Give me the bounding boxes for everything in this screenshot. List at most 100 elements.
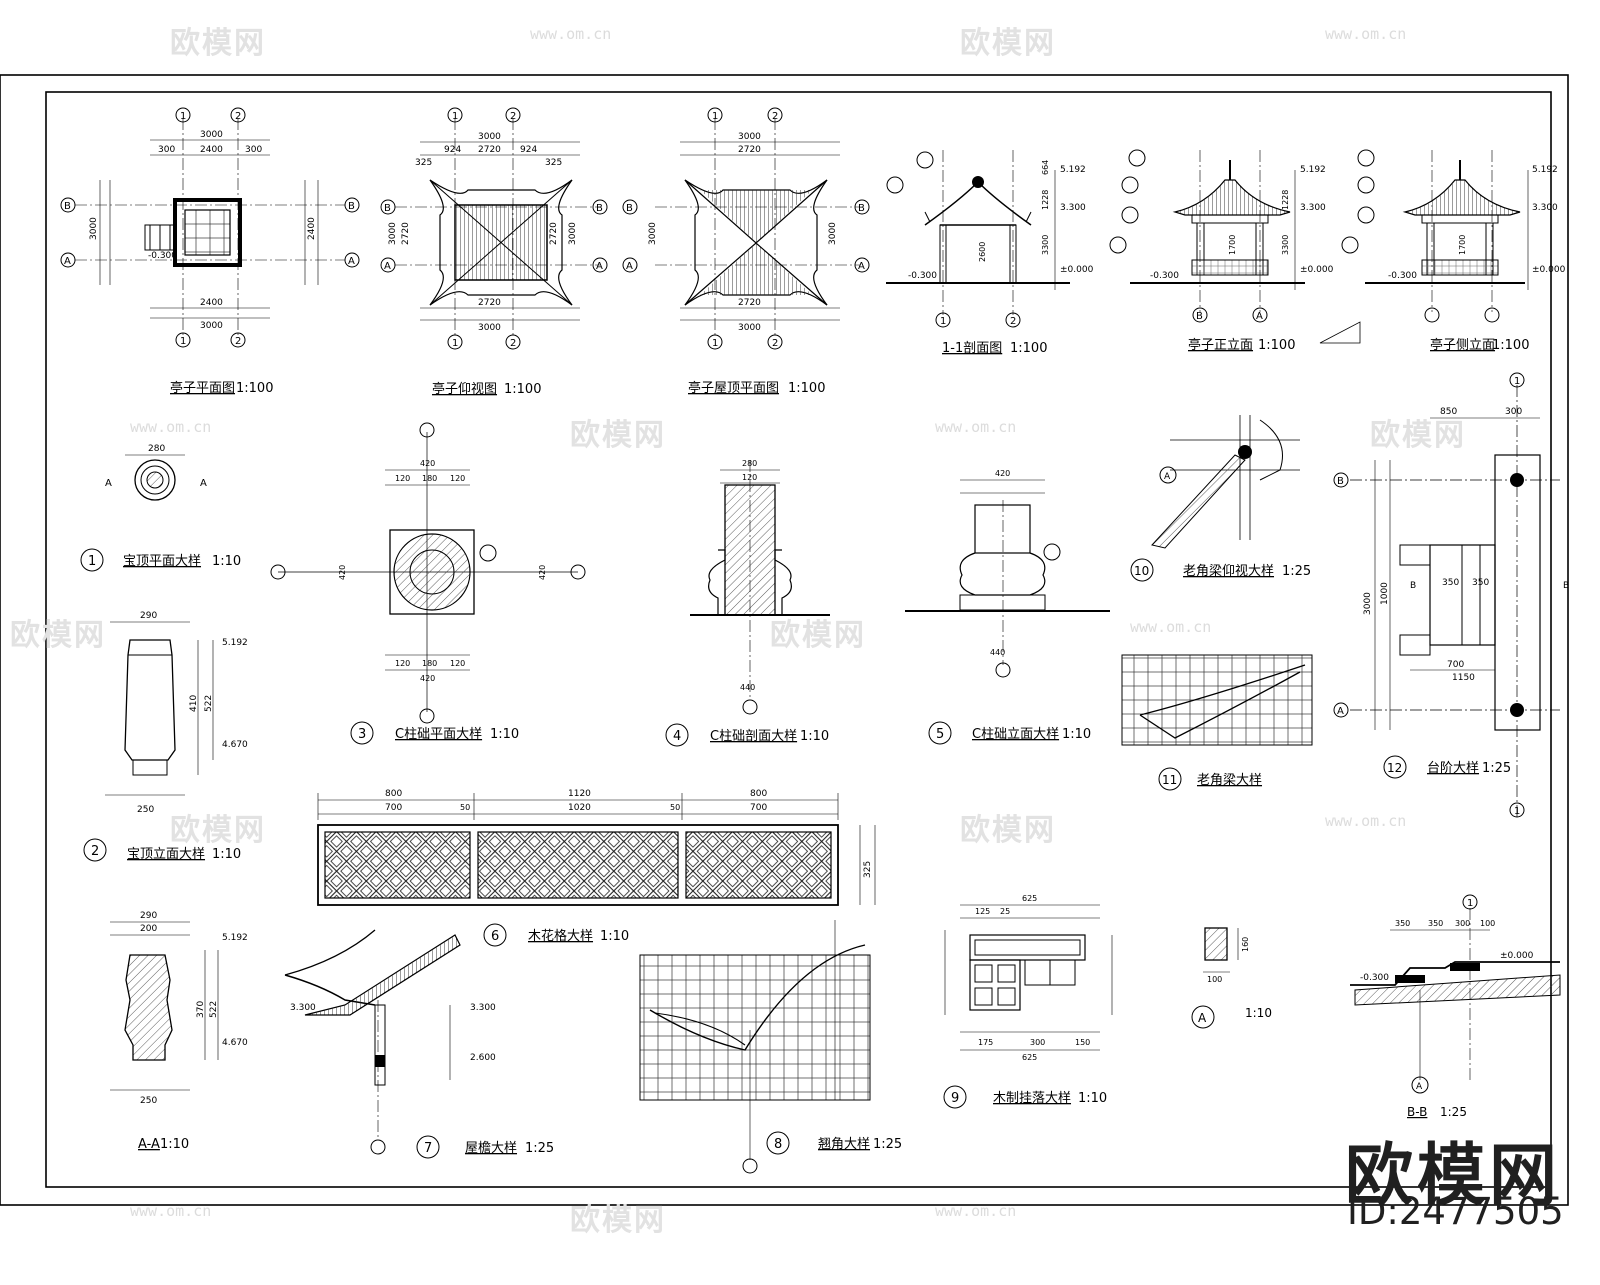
axis-label: 2 bbox=[235, 111, 241, 122]
detail-9-wood-hanging: 625 125 25 175 300 150 625 9 木制挂落大样 1:10 bbox=[943, 894, 1113, 1109]
axis-label: A bbox=[1164, 472, 1171, 482]
elevation-text: 3.300 bbox=[290, 1003, 316, 1013]
detail-8-upturned-corner: 8 翘角大样 1:25 bbox=[639, 920, 902, 1174]
detail-3-plinth-plan: 420 120 180 120 120 180 120 420 420 420 … bbox=[270, 422, 586, 745]
watermark: 欧模网 bbox=[570, 419, 666, 452]
drawing-title: 屋檐大样 bbox=[465, 1141, 517, 1156]
drawing-title: 台阶大样 bbox=[1427, 761, 1479, 776]
dim-text: 180 bbox=[422, 659, 437, 668]
detail-number: 8 bbox=[774, 1137, 782, 1152]
elevation-text: 3.300 bbox=[1300, 203, 1326, 213]
detail-7-eave: 3.300 3.300 2.600 7 屋檐大样 1:25 bbox=[284, 929, 554, 1159]
dim-text: 3000 bbox=[738, 132, 761, 142]
section-b-b: 1 350 350 300 100 ±0.000 -0.300 A B-B 1:… bbox=[1350, 894, 1561, 1119]
dim-text: 3000 bbox=[89, 217, 99, 240]
brand-id: ID:2477505 bbox=[1347, 1190, 1564, 1233]
dim-text: 1700 bbox=[1458, 235, 1467, 255]
axis-label: A bbox=[626, 261, 633, 272]
axis-label: A bbox=[1198, 1011, 1207, 1025]
detail-12-steps: 850 300 350 350 700 1150 3000 1000 B B B… bbox=[1333, 372, 1569, 820]
detail-number: 1 bbox=[88, 554, 96, 569]
dim-text: 50 bbox=[460, 803, 470, 812]
axis-label: A bbox=[1416, 1082, 1423, 1092]
dim-text: 25 bbox=[1000, 907, 1010, 916]
dim-text: 410 bbox=[189, 695, 199, 712]
dim-text: 2720 bbox=[549, 222, 559, 245]
dim-text: 522 bbox=[204, 695, 214, 712]
dim-text: 1120 bbox=[568, 789, 591, 799]
dim-text: 3000 bbox=[478, 132, 501, 142]
axis-label: A bbox=[1337, 706, 1344, 717]
pavilion-ceiling-view: 3000 2720 924 924 325 325 2720 3000 3000… bbox=[380, 107, 608, 397]
dim-text: 180 bbox=[422, 474, 437, 483]
dim-text: 3000 bbox=[478, 323, 501, 333]
dim-text: 100 bbox=[1480, 919, 1495, 928]
axis-label: B bbox=[64, 201, 71, 212]
drawing-scale: 1:10 bbox=[1245, 1006, 1272, 1020]
watermark-url: www.om.cn bbox=[530, 25, 612, 43]
dim-text: 3000 bbox=[828, 222, 838, 245]
dim-text: 1228 bbox=[1281, 190, 1290, 210]
axis-label: B bbox=[1196, 311, 1203, 322]
axis-label: A bbox=[64, 256, 71, 267]
detail-number: 4 bbox=[673, 729, 681, 744]
watermark: 欧模网 bbox=[960, 27, 1056, 60]
axis-label: A bbox=[858, 261, 865, 272]
dim-text: 850 bbox=[1440, 407, 1457, 417]
watermark-url: www.om.cn bbox=[935, 1202, 1017, 1220]
detail-6-wood-lattice: 800 1120 800 700 1020 700 50 50 325 6 木花… bbox=[317, 789, 876, 947]
drawing-scale: 1:25 bbox=[1440, 1105, 1467, 1119]
drawing-scale: 1:10 bbox=[1078, 1091, 1107, 1106]
drawing-scale: 1:100 bbox=[1258, 338, 1295, 353]
axis-label: 2 bbox=[1010, 316, 1016, 327]
pavilion-roof-plan: 3000 2720 2720 3000 3000 3000 1 2 1 2 B … bbox=[622, 107, 870, 396]
dim-text: 1228 bbox=[1041, 190, 1050, 210]
drawing-scale: 1:10 bbox=[212, 554, 241, 569]
dim-text: 2720 bbox=[738, 298, 761, 308]
detail-number: 7 bbox=[424, 1141, 432, 1156]
axis-label: 1 bbox=[452, 111, 458, 122]
axis-label: 2 bbox=[772, 111, 778, 122]
axis-label: B bbox=[384, 203, 391, 214]
watermark: 欧模网 bbox=[170, 814, 266, 847]
watermark-url: www.om.cn bbox=[1325, 812, 1407, 830]
drawing-title: 亭子平面图 bbox=[170, 380, 235, 396]
drawing-title: A-A bbox=[138, 1137, 160, 1152]
dim-text: 2720 bbox=[478, 145, 501, 155]
dim-text: 120 bbox=[450, 659, 465, 668]
dim-text: 350 bbox=[1428, 919, 1443, 928]
elevation-text: 3.300 bbox=[470, 1003, 496, 1013]
elevation-text: ±0.000 bbox=[1060, 265, 1094, 275]
drawing-title: 宝顶立面大样 bbox=[127, 847, 205, 862]
drawing-scale: 1:100 bbox=[504, 382, 541, 397]
dim-text: 3000 bbox=[200, 130, 223, 140]
drawing-scale: 1:10 bbox=[212, 847, 241, 862]
dim-text: 160 bbox=[1241, 937, 1250, 952]
dim-text: 325 bbox=[863, 861, 873, 878]
drawing-scale: 1:25 bbox=[1482, 761, 1511, 776]
dim-text: 420 bbox=[420, 459, 435, 468]
dim-text: 300 bbox=[1030, 1038, 1045, 1047]
dim-text: 50 bbox=[670, 803, 680, 812]
dim-text: 290 bbox=[140, 611, 157, 621]
dim-text: 800 bbox=[750, 789, 767, 799]
elevation-text: 4.670 bbox=[222, 740, 248, 750]
dim-text: 800 bbox=[385, 789, 402, 799]
dim-text: 2400 bbox=[307, 217, 317, 240]
elevation-text: 4.670 bbox=[222, 1038, 248, 1048]
dim-text: 1700 bbox=[1228, 235, 1237, 255]
axis-label: 1 bbox=[1514, 376, 1520, 387]
drawing-scale: 1:10 bbox=[490, 727, 519, 742]
dim-text: 420 bbox=[538, 565, 547, 580]
drawing-scale: 1:10 bbox=[160, 1137, 189, 1152]
axis-label: 1 bbox=[180, 111, 186, 122]
axis-label: 1 bbox=[1467, 898, 1473, 909]
watermark: 欧模网 bbox=[170, 27, 266, 60]
dim-text: 3300 bbox=[1041, 235, 1050, 255]
section-a-a: 290 200 250 370 522 5.192 4.670 A-A 1:10 bbox=[110, 911, 248, 1152]
drawing-title: 亭子屋顶平面图 bbox=[688, 380, 779, 396]
axis-label: A bbox=[200, 478, 207, 489]
watermark: 欧模网 bbox=[960, 814, 1056, 847]
dim-text: 3300 bbox=[1281, 235, 1290, 255]
axis-label: 1 bbox=[940, 316, 946, 327]
